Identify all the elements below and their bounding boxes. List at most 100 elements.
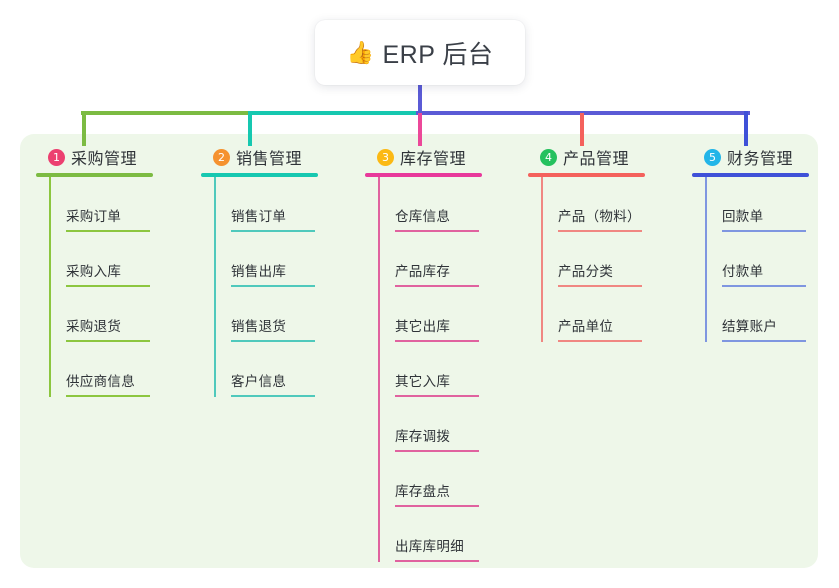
module-item-label: 库存调拨 [395, 429, 451, 444]
module-items: 仓库信息产品库存其它出库其它入库库存调拨库存盘点出库库明细 [378, 177, 515, 562]
module-item-underline [395, 285, 479, 287]
module-item-underline [66, 285, 150, 287]
module-items: 回款单付款单结算账户 [705, 177, 839, 342]
root-title: ERP 后台 [382, 40, 494, 69]
module-title: 产品管理 [563, 151, 630, 168]
module-item-underline [395, 505, 479, 507]
module-item-label: 销售订单 [231, 209, 287, 224]
module-spine [705, 177, 707, 342]
module-item[interactable]: 出库库明细 [378, 507, 515, 562]
module-item[interactable]: 产品（物料） [541, 177, 678, 232]
module-item-underline [722, 285, 806, 287]
module-item-underline [558, 285, 642, 287]
module-title: 财务管理 [727, 151, 794, 168]
module-index-badge: 2 [213, 148, 230, 166]
module-column: 4 产品管理产品（物料） 产品分类产品单位 [528, 145, 678, 342]
module-item-label: 采购订单 [66, 209, 122, 224]
module-item-label: 采购退货 [66, 319, 122, 334]
module-item[interactable]: 产品分类 [541, 232, 678, 287]
module-underline [528, 173, 645, 177]
module-item-underline [66, 395, 150, 397]
module-item-underline [395, 395, 479, 397]
module-spine [541, 177, 543, 342]
module-item-underline [231, 340, 315, 342]
module-item-label: 供应商信息 [66, 374, 135, 389]
module-header[interactable]: 2 销售管理 [201, 145, 351, 169]
module-item-underline [231, 230, 315, 232]
module-item[interactable]: 采购退货 [49, 287, 186, 342]
module-item-label: 产品单位 [558, 319, 614, 334]
module-item[interactable]: 回款单 [705, 177, 839, 232]
module-index-badge: 5 [704, 148, 721, 166]
module-column: 2 销售管理销售订单销售出库销售退货客户信息 [201, 145, 351, 397]
module-item[interactable]: 其它入库 [378, 342, 515, 397]
module-title: 采购管理 [71, 151, 138, 168]
module-item-underline [66, 230, 150, 232]
module-item-underline [722, 230, 806, 232]
module-item-label: 回款单 [722, 209, 764, 224]
module-item-underline [395, 230, 479, 232]
module-item[interactable]: 供应商信息 [49, 342, 186, 397]
module-items: 销售订单销售出库销售退货客户信息 [214, 177, 351, 397]
modules-panel [20, 134, 818, 568]
module-item[interactable]: 采购入库 [49, 232, 186, 287]
module-item[interactable]: 库存盘点 [378, 452, 515, 507]
module-item-label: 其它出库 [395, 319, 451, 334]
module-item-underline [722, 340, 806, 342]
module-item[interactable]: 采购订单 [49, 177, 186, 232]
module-item[interactable]: 其它出库 [378, 287, 515, 342]
module-underline [36, 173, 153, 177]
module-item-label: 付款单 [722, 264, 764, 279]
module-underline [365, 173, 482, 177]
module-underline [692, 173, 809, 177]
module-item-underline [231, 285, 315, 287]
module-item-underline [558, 230, 642, 232]
module-spine [49, 177, 51, 397]
module-header[interactable]: 4 产品管理 [528, 145, 678, 169]
module-item-label: 结算账户 [722, 319, 778, 334]
thumbs-up-icon: 👍 [346, 39, 375, 65]
module-items: 产品（物料） 产品分类产品单位 [541, 177, 678, 342]
module-item[interactable]: 产品库存 [378, 232, 515, 287]
module-title: 销售管理 [236, 151, 303, 168]
module-item-underline [558, 340, 642, 342]
module-item-label: 销售出库 [231, 264, 287, 279]
module-item-underline [395, 450, 479, 452]
module-item-underline [231, 395, 315, 397]
module-item-label: 其它入库 [395, 374, 451, 389]
module-item-underline [395, 340, 479, 342]
module-item[interactable]: 销售出库 [214, 232, 351, 287]
module-column: 1 采购管理采购订单采购入库采购退货供应商信息 [36, 145, 186, 397]
module-item-underline [395, 560, 479, 562]
root-node[interactable]: 👍 ERP 后台 [315, 20, 525, 85]
module-item[interactable]: 产品单位 [541, 287, 678, 342]
module-item[interactable]: 客户信息 [214, 342, 351, 397]
module-index-badge: 4 [540, 148, 557, 166]
module-index-badge: 1 [48, 148, 65, 166]
module-spine [214, 177, 216, 397]
module-item-label: 出库库明细 [395, 539, 464, 554]
module-underline [201, 173, 318, 177]
module-item[interactable]: 付款单 [705, 232, 839, 287]
module-item-label: 采购入库 [66, 264, 122, 279]
module-item-label: 库存盘点 [395, 484, 451, 499]
module-item-label: 客户信息 [231, 374, 287, 389]
module-column: 5 财务管理回款单付款单结算账户 [692, 145, 839, 342]
module-item[interactable]: 结算账户 [705, 287, 839, 342]
module-item[interactable]: 销售退货 [214, 287, 351, 342]
module-item[interactable]: 仓库信息 [378, 177, 515, 232]
module-item-underline [66, 340, 150, 342]
module-item[interactable]: 库存调拨 [378, 397, 515, 452]
module-item[interactable]: 销售订单 [214, 177, 351, 232]
module-item-label: 销售退货 [231, 319, 287, 334]
module-header[interactable]: 5 财务管理 [692, 145, 839, 169]
module-spine [378, 177, 380, 562]
module-header[interactable]: 1 采购管理 [36, 145, 186, 169]
module-item-label: 产品（物料） [558, 209, 641, 224]
module-index-badge: 3 [377, 148, 394, 166]
module-item-label: 仓库信息 [395, 209, 451, 224]
module-item-label: 产品分类 [558, 264, 614, 279]
